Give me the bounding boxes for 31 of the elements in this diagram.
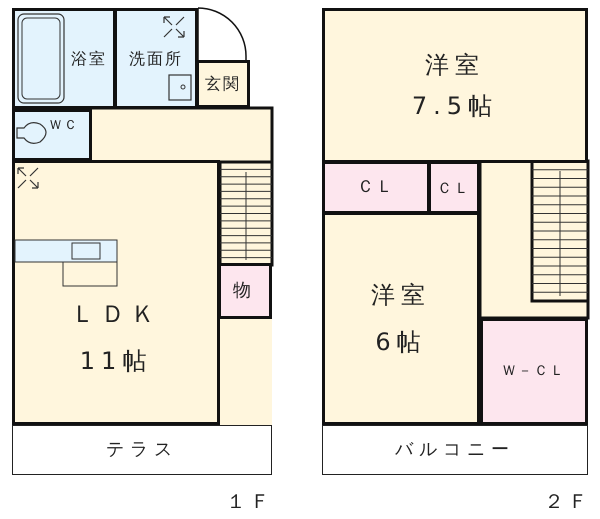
room-name: ＬＤＫ bbox=[71, 300, 161, 328]
room-name: 浴室 bbox=[71, 48, 107, 68]
western-room bbox=[322, 212, 480, 425]
room-name: 玄関 bbox=[205, 74, 241, 94]
room-name: ＷＣ bbox=[49, 118, 79, 134]
room-name: バルコニー bbox=[395, 439, 515, 461]
room-name: 物 bbox=[233, 280, 257, 302]
balcony bbox=[322, 425, 588, 475]
room-size: 6帖 bbox=[375, 328, 427, 356]
room-name: テラス bbox=[106, 439, 178, 461]
toilet-room bbox=[12, 109, 92, 161]
room-name: ＣＬ bbox=[437, 178, 471, 196]
washroom bbox=[114, 8, 198, 109]
entrance bbox=[196, 60, 250, 108]
bathroom bbox=[12, 8, 116, 109]
room-name: 洗面所 bbox=[129, 48, 183, 68]
western-room bbox=[322, 8, 588, 163]
room-name: 洋室 bbox=[425, 50, 485, 80]
room-name: ＣＬ bbox=[357, 177, 395, 198]
living-dining-kitchen bbox=[12, 160, 220, 425]
floor-label: １Ｆ bbox=[226, 488, 274, 515]
room-size: 7.5帖 bbox=[412, 92, 498, 120]
closet bbox=[322, 161, 430, 214]
room-name: 洋室 bbox=[371, 280, 431, 310]
closet bbox=[428, 161, 480, 214]
walk-in-closet bbox=[480, 318, 588, 425]
terrace bbox=[12, 425, 272, 475]
storage bbox=[218, 263, 272, 319]
room-name: Ｗ－ＣＬ bbox=[502, 363, 566, 380]
room-size: 11帖 bbox=[80, 346, 152, 376]
floor-label: ２Ｆ bbox=[544, 488, 592, 515]
